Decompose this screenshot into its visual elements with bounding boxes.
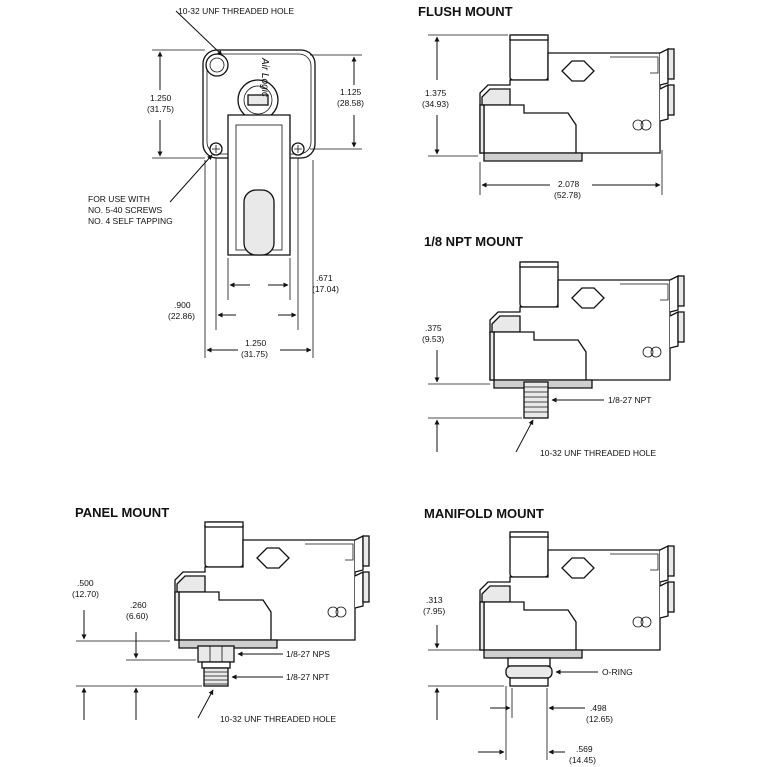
panel-npt-fitting	[203, 667, 229, 687]
screw-note-line-2: NO. 5-40 SCREWS	[88, 205, 162, 215]
panel-mount-title: PANEL MOUNT	[75, 505, 169, 520]
top-height-mm: (31.75)	[147, 104, 174, 114]
npt-mount-title: 1/8 NPT MOUNT	[424, 234, 523, 249]
manifold-boss	[507, 657, 551, 667]
panel-260-in: .260	[130, 600, 147, 610]
manifold-313-mm: (7.95)	[423, 606, 445, 616]
flush-height-in: 1.375	[425, 88, 447, 98]
threaded-hole-circle	[205, 53, 229, 77]
flush-mount-view: FLUSH MOUNT 1.375 (34.93) 2.078 (52.78)	[418, 4, 675, 200]
top-hole-in: 1.125	[340, 87, 362, 97]
flush-width-in: 2.078	[558, 179, 580, 189]
top-900-in: .900	[174, 300, 191, 310]
top-hole-callout: 10-32 UNF THREADED HOLE	[178, 6, 294, 16]
panel-nps-label: 1/8-27 NPS	[286, 649, 330, 659]
oring-icon	[505, 665, 553, 679]
flush-width-mm: (52.78)	[554, 190, 581, 200]
screw-note-line-1: FOR USE WITH	[88, 194, 150, 204]
top-width-mm: (31.75)	[241, 349, 268, 359]
npt-dim-mm: (9.53)	[422, 334, 444, 344]
npt-dim-in: .375	[425, 323, 442, 333]
top-height-in: 1.250	[150, 93, 172, 103]
flush-mount-title: FLUSH MOUNT	[418, 4, 513, 19]
oring-label: O-RING	[602, 667, 633, 677]
panel-500-in: .500	[77, 578, 94, 588]
top-hole-mm: (28.58)	[337, 98, 364, 108]
screw-note-line-3: NO. 4 SELF TAPPING	[88, 216, 173, 226]
manifold-mount-title: MANIFOLD MOUNT	[424, 506, 544, 521]
manifold-569-in: .569	[576, 744, 593, 754]
npt-hole-label: 10-32 UNF THREADED HOLE	[540, 448, 656, 458]
manifold-313-in: .313	[426, 595, 443, 605]
top-900-mm: (22.86)	[168, 311, 195, 321]
flush-height-mm: (34.93)	[422, 99, 449, 109]
panel-npt-label: 1/8-27 NPT	[286, 672, 329, 682]
top-width-in: 1.250	[245, 338, 267, 348]
panel-hole-label: 10-32 UNF THREADED HOLE	[220, 714, 336, 724]
panel-mount-view: PANEL MOUNT .500 (12.70) .260 (6.60) 1/8…	[72, 505, 370, 724]
manifold-mount-view: MANIFOLD MOUNT .313 (7.95) O-RING .498 (…	[423, 506, 675, 765]
npt-mount-view: 1/8 NPT MOUNT .375 (9.53) 1/8-27 NPT 10-…	[422, 234, 685, 458]
top-slot-in: .671	[316, 273, 333, 283]
manifold-498-mm: (12.65)	[586, 714, 613, 724]
logo-text: Air Logic	[259, 57, 270, 97]
top-view: Air Logic 10-32 UNF THREADED HOLE 1.250 …	[88, 6, 364, 359]
npt-thread-label: 1/8-27 NPT	[608, 395, 651, 405]
manifold-498-in: .498	[590, 703, 607, 713]
panel-260-mm: (6.60)	[126, 611, 148, 621]
top-slot-mm: (17.04)	[312, 284, 339, 294]
panel-nut	[197, 645, 235, 663]
panel-500-mm: (12.70)	[72, 589, 99, 599]
manifold-569-mm: (14.45)	[569, 755, 596, 765]
